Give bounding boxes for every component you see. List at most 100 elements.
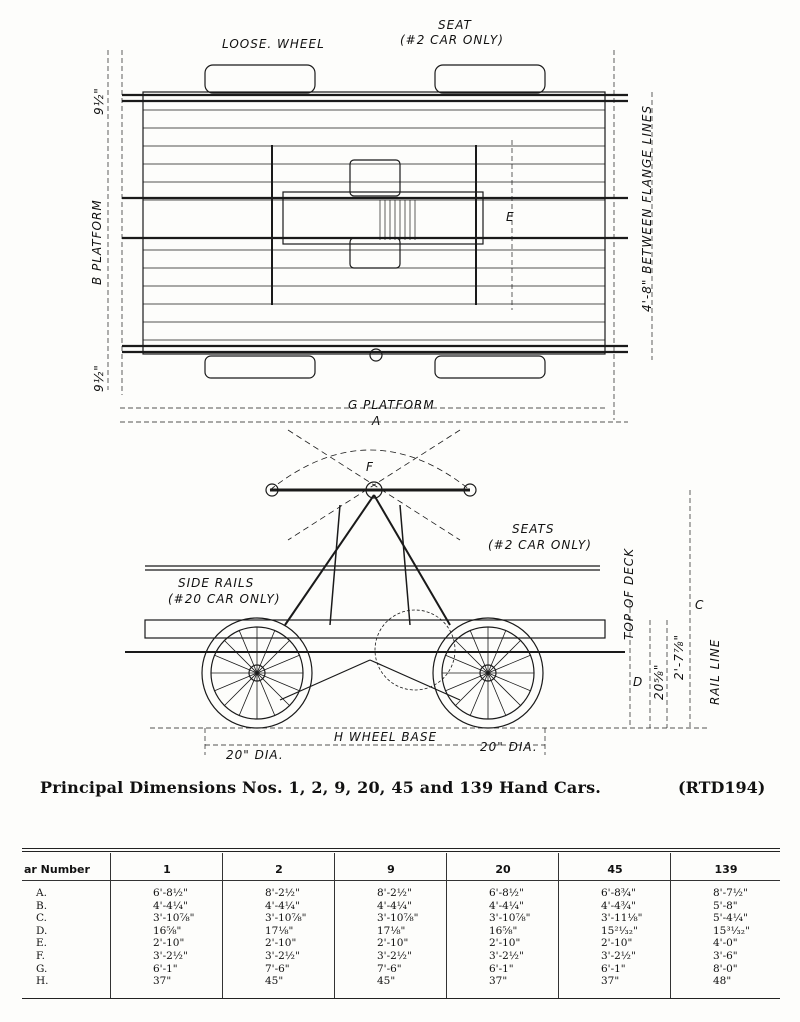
table-cell: 8'-2½"	[265, 887, 300, 899]
label-between-flange: 4'-8" BETWEEN FLANGE LINES	[640, 104, 654, 312]
platform-outline	[142, 91, 606, 355]
label-side-rails-note: (#20 CAR ONLY)	[168, 592, 281, 606]
label-top-of-deck: TOP OF DECK	[622, 547, 636, 640]
table-cell: 7'-6"	[265, 962, 290, 975]
label-d: D	[633, 675, 644, 689]
table-cell: 4'-4¾"	[601, 899, 636, 912]
table-cell: 15²¹⁄₃₂"	[601, 924, 638, 937]
table-cell: 4'-4¼"	[265, 899, 300, 912]
label-seat: SEAT	[438, 18, 472, 32]
label-seats-note: (#2 CAR ONLY)	[488, 538, 592, 552]
label-rail-line: RAIL LINE	[708, 638, 722, 705]
label-seat-note: (#2 CAR ONLY)	[400, 33, 504, 47]
table-cell: 6'-8½"	[153, 887, 188, 899]
label-dia-right: 20" DIA.	[480, 740, 538, 754]
label-nine-half-top: 9½"	[92, 87, 106, 115]
gear-wheel	[374, 609, 456, 691]
wheel-top-left	[204, 64, 316, 94]
label-twenty-five-eighths: 20⅝"	[652, 663, 666, 700]
brake-pivot	[369, 348, 383, 362]
label-seats: SEATS	[512, 522, 555, 536]
side-deck	[144, 619, 606, 639]
column-car-2: 2 8'-2½" 4'-4¼" 3'-10⅞" 17⅛" 2'-10" 3'-2…	[222, 853, 335, 998]
table-cell: 37"	[153, 975, 172, 988]
handle-top	[349, 159, 401, 197]
header-car: 139	[714, 863, 738, 876]
side-wheel-right	[432, 617, 544, 729]
label-c: C	[695, 598, 705, 612]
row-label: E.	[36, 937, 48, 950]
table-cell: 2'-10"	[601, 937, 633, 950]
figure-caption: Principal Dimensions Nos. 1, 2, 9, 20, 4…	[40, 778, 602, 797]
table-cell: 2'-10"	[153, 937, 185, 950]
table-cell: 15³¹⁄₃₂"	[713, 924, 750, 937]
table-cell: 3'-2½"	[265, 949, 300, 962]
table-top-rule	[22, 848, 780, 849]
table-cell: 17⅛"	[377, 924, 406, 937]
column-car-1: 1 6'-8½" 4'-4¼" 3'-10⅞" 16⅝" 2'-10" 3'-2…	[110, 853, 223, 998]
table-cell: 4'-4¼"	[377, 899, 412, 912]
label-side-rails: SIDE RAILS	[178, 576, 255, 590]
table-cell: 3'-10⅞"	[377, 912, 419, 925]
table-cell: 45"	[265, 975, 284, 988]
row-label: D.	[36, 924, 48, 937]
axle-rods	[122, 93, 628, 354]
drawing-svg	[107, 50, 710, 755]
label-f: F	[366, 460, 374, 474]
label-platform-b: B PLATFORM	[90, 199, 104, 285]
column-car-45: 45 6'-8¾" 4'-4¾" 3'-11⅛" 15²¹⁄₃₂" 2'-10"…	[558, 853, 671, 998]
label-wheel-base: H WHEEL BASE	[334, 730, 438, 744]
row-label: A.	[36, 887, 47, 899]
label-g-platform: G PLATFORM	[348, 398, 435, 412]
label-loose-wheel: LOOSE. WHEEL	[222, 37, 325, 51]
label-two-seven: 2'-7⅞"	[672, 633, 686, 680]
table-cell: 3'-2½"	[377, 949, 412, 962]
header-car: 2	[275, 863, 283, 876]
table-cell: 3'-2½"	[153, 949, 188, 962]
table-cell: 16⅝"	[489, 924, 518, 937]
table-cell: 17⅛"	[265, 924, 294, 937]
table-cell: 6'-8¾"	[601, 887, 636, 899]
deck-planks	[143, 109, 605, 341]
table-cell: 3'-10⅞"	[265, 912, 307, 925]
table-top-rule-2	[22, 851, 780, 852]
row-label: F.	[36, 949, 45, 962]
table-bottom-rule	[22, 998, 780, 999]
label-a: A	[372, 414, 382, 428]
handle-bottom	[349, 237, 401, 269]
header-car: 9	[387, 863, 395, 876]
wheel-top-right	[434, 64, 546, 94]
table-cell: 4'-0"	[713, 937, 738, 950]
table-cell: 6'-1"	[153, 962, 178, 975]
table-cell: 5'-4¼"	[713, 912, 748, 925]
hand-car-drawing: LOOSE. WHEEL SEAT (#2 CAR ONLY) 9½" B PL…	[90, 18, 722, 762]
table-cell: 4'-4¼"	[489, 899, 524, 912]
table-cell: 5'-8"	[713, 899, 738, 912]
figure-reference: (RTD194)	[678, 778, 766, 797]
table-cell: 2'-10"	[265, 937, 297, 950]
table-cell: 2'-10"	[377, 937, 409, 950]
table-cell: 3'-11⅛"	[601, 912, 643, 925]
table-cell: 2'-10"	[489, 937, 521, 950]
table-cell: 6'-8½"	[489, 887, 524, 899]
table-cell: 48"	[713, 975, 732, 988]
header-car: 45	[607, 863, 623, 876]
row-label: H.	[36, 975, 49, 988]
table-cell: 37"	[601, 975, 620, 988]
row-label: C.	[36, 912, 47, 925]
table-cell: 3'-2½"	[489, 949, 524, 962]
row-label: B.	[36, 899, 48, 912]
table-cell: 45"	[377, 975, 396, 988]
header-car: 20	[495, 863, 511, 876]
column-row-labels: ar Number A. B. C. D. E. F. G. H.	[22, 853, 110, 998]
table-cell: 3'-6"	[713, 949, 738, 962]
table-cell: 4'-4¼"	[153, 899, 188, 912]
table-cell: 3'-10⅞"	[153, 912, 195, 925]
table-cell: 6'-1"	[601, 962, 626, 975]
header-rule	[22, 880, 780, 881]
column-car-139: 139 8'-7½" 5'-8" 5'-4¼" 15³¹⁄₃₂" 4'-0" 3…	[670, 853, 781, 998]
table-cell: 8'-7½"	[713, 887, 748, 899]
gear-frame	[282, 191, 484, 245]
table-cell: 3'-10⅞"	[489, 912, 531, 925]
